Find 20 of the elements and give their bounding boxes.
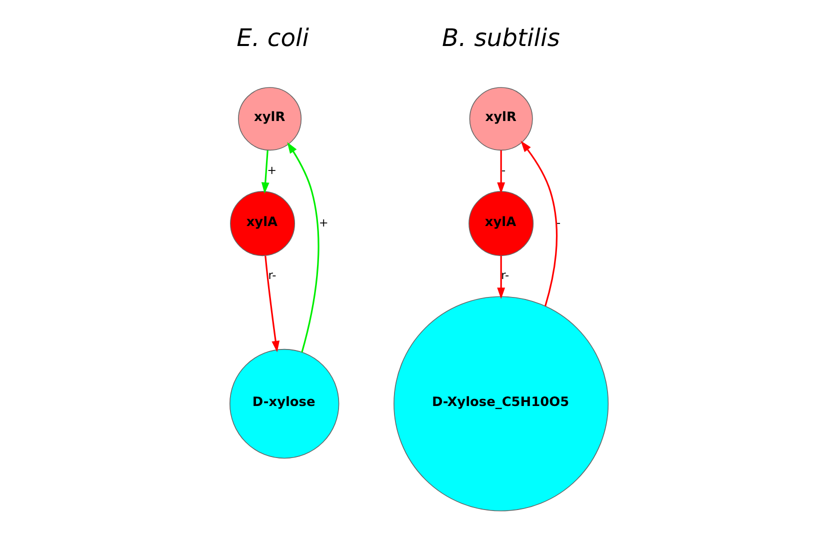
edge-label: - <box>500 162 506 177</box>
label: B. subtilis <box>442 23 560 52</box>
arrow <box>496 256 505 299</box>
node-circle: xylA <box>468 191 534 256</box>
label: E. coli <box>236 23 309 52</box>
edge-label: - <box>556 216 560 230</box>
edge-label: + <box>266 162 276 177</box>
node-circle: xylA <box>230 191 295 256</box>
edge-label: r- <box>268 268 276 282</box>
node-circle: D-Xylose_C5H10O5 <box>393 296 608 512</box>
arrow <box>286 142 319 352</box>
arrow <box>260 150 269 194</box>
arrow <box>496 150 505 194</box>
edge-label: r- <box>500 268 509 282</box>
node-circle: xylR <box>468 87 532 151</box>
arrow <box>264 256 280 352</box>
node-circle: xylR <box>238 87 302 151</box>
arrow <box>520 140 557 306</box>
node-circle: D-xylose <box>228 348 339 459</box>
edge-label: + <box>318 216 328 230</box>
